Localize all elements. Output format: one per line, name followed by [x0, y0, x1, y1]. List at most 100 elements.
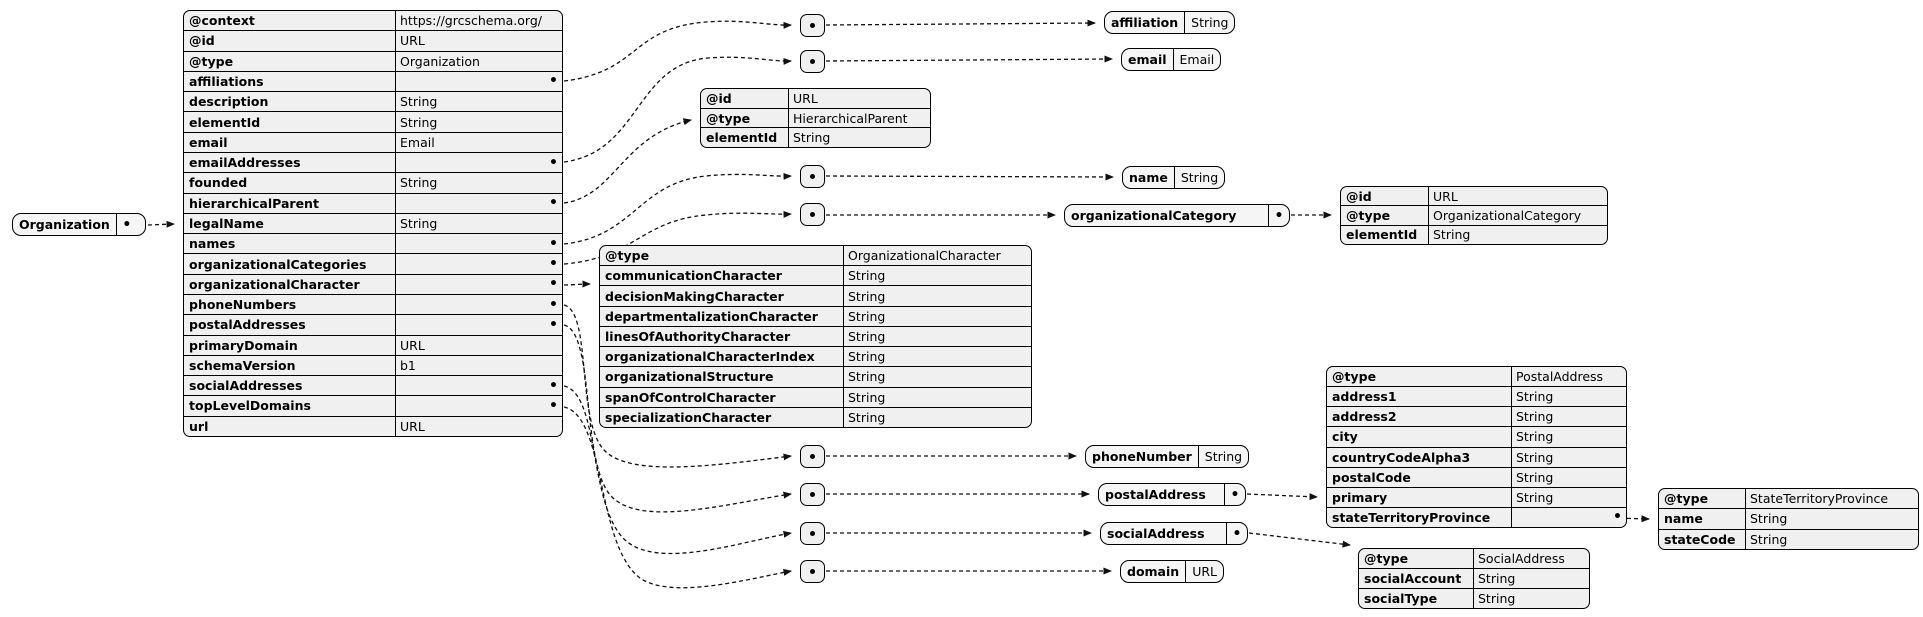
property-name: legalName	[184, 213, 396, 234]
property-name: @id	[184, 31, 396, 51]
property-name: primaryDomain	[184, 335, 396, 355]
table-row: postalCode String	[1327, 467, 1626, 488]
table-row: socialAddresses •	[184, 376, 562, 397]
property-type: String	[400, 175, 438, 191]
node-type: String	[1191, 15, 1229, 30]
property-value-cell: •	[396, 315, 562, 334]
array-marker: •	[549, 316, 558, 333]
property-type: String	[848, 409, 886, 425]
property-value-cell: •	[396, 194, 562, 213]
property-value-cell: String	[844, 286, 1031, 305]
property-name: postalCode	[1327, 467, 1512, 487]
property-value-cell: String	[844, 388, 1031, 407]
table-row: phoneNumbers •	[184, 294, 562, 316]
table-row: stateTerritoryProvince •	[1327, 507, 1626, 527]
property-type: OrganizationalCharacter	[848, 248, 1001, 264]
node-type: URL	[1192, 564, 1217, 579]
property-name: departmentalizationCharacter	[600, 306, 844, 326]
table-row: emailAddresses •	[184, 152, 562, 174]
property-type: String	[848, 288, 886, 304]
property-value-cell: String	[1512, 387, 1626, 406]
property-name: elementId	[184, 112, 396, 132]
property-value-cell: String	[1474, 569, 1589, 588]
name-node: name String	[1122, 166, 1226, 189]
node-label: socialAddress	[1101, 523, 1227, 544]
property-value-cell: String	[844, 347, 1031, 366]
organization-table: @context https://grcschema.org/ @id URL …	[183, 10, 563, 437]
property-name: names	[184, 234, 396, 254]
property-type: String	[400, 114, 438, 130]
property-type: String	[848, 369, 886, 385]
wire-junction-to-name	[825, 173, 1114, 181]
wire-affiliations-to-junction	[563, 20, 792, 82]
property-type: URL	[400, 418, 425, 434]
property-type: String	[1516, 469, 1554, 485]
property-type: String	[400, 94, 438, 110]
table-row: email Email	[184, 132, 562, 153]
property-value-cell: URL	[396, 417, 562, 436]
property-type: Organization	[400, 53, 480, 69]
node-label: phoneNumber	[1086, 446, 1199, 467]
property-value-cell: String	[1512, 427, 1626, 446]
postal-address-node: postalAddress •	[1098, 483, 1246, 506]
table-row: @type HierarchicalParent	[701, 108, 930, 129]
wire-hierarchicalparent-to-table	[563, 118, 692, 204]
property-type: String	[1516, 429, 1554, 445]
table-row: departmentalizationCharacter String	[600, 306, 1031, 327]
property-name: socialType	[1359, 589, 1474, 608]
junction-node-name	[800, 165, 825, 188]
property-type: SocialAddress	[1478, 551, 1565, 566]
property-value-cell: URL	[396, 31, 562, 50]
property-name: @context	[184, 11, 396, 31]
property-type: String	[848, 328, 886, 344]
wire-organization-to-table	[147, 220, 175, 228]
property-type: URL	[793, 90, 818, 106]
property-type: String	[848, 268, 886, 284]
property-type: StateTerritoryProvince	[1750, 491, 1889, 507]
property-name: founded	[184, 173, 396, 193]
root-node-organization: Organization •	[12, 213, 146, 236]
array-marker: •	[549, 397, 558, 414]
property-type: String	[848, 389, 886, 405]
table-row: schemaVersion b1	[184, 355, 562, 377]
property-name: hierarchicalParent	[184, 193, 396, 213]
node-label: email	[1122, 49, 1174, 70]
property-name: @type	[701, 108, 789, 128]
property-value-cell: String	[396, 173, 562, 192]
property-value-cell: String	[1429, 226, 1607, 244]
property-value-cell: Email	[396, 133, 562, 152]
hierarchical-parent-table: @id URL @type HierarchicalParent element…	[700, 88, 931, 148]
table-row: address1 String	[1327, 387, 1626, 408]
table-row: organizationalCharacter •	[184, 274, 562, 295]
property-value-cell: String	[1512, 488, 1626, 507]
array-marker: •	[549, 296, 558, 313]
property-value-cell: String	[844, 307, 1031, 326]
email-node: email Email	[1121, 48, 1222, 71]
property-type: String	[1516, 449, 1554, 465]
table-row: countryCodeAlpha3 String	[1327, 447, 1626, 468]
property-type: String	[1516, 389, 1554, 405]
property-value-cell: •	[396, 254, 562, 273]
property-type: String	[400, 215, 438, 231]
wire-junction-to-email	[825, 55, 1113, 63]
table-row: name String	[1659, 509, 1918, 530]
table-row: @type PostalAddress	[1327, 367, 1626, 388]
property-type: URL	[400, 337, 425, 353]
property-name: communicationCharacter	[600, 266, 844, 286]
property-type: https://grcschema.org/	[400, 13, 542, 29]
table-row: affiliations •	[184, 71, 562, 93]
wire-topleveldomains-to-junction	[563, 406, 792, 589]
node-label: postalAddress	[1099, 484, 1225, 505]
property-value-cell: String	[844, 327, 1031, 346]
property-name: primary	[1327, 487, 1512, 507]
property-type: String	[793, 130, 831, 146]
node-label: Organization	[13, 214, 117, 235]
property-name: socialAddresses	[184, 376, 396, 396]
phone-number-node: phoneNumber String	[1085, 445, 1250, 468]
node-type: String	[1180, 170, 1219, 185]
property-value-cell: String	[1512, 448, 1626, 467]
table-row: postalAddresses •	[184, 315, 562, 336]
array-marker: •	[122, 216, 132, 233]
table-row: @type StateTerritoryProvince	[1659, 489, 1918, 510]
property-name: organizationalCharacter	[184, 274, 396, 294]
